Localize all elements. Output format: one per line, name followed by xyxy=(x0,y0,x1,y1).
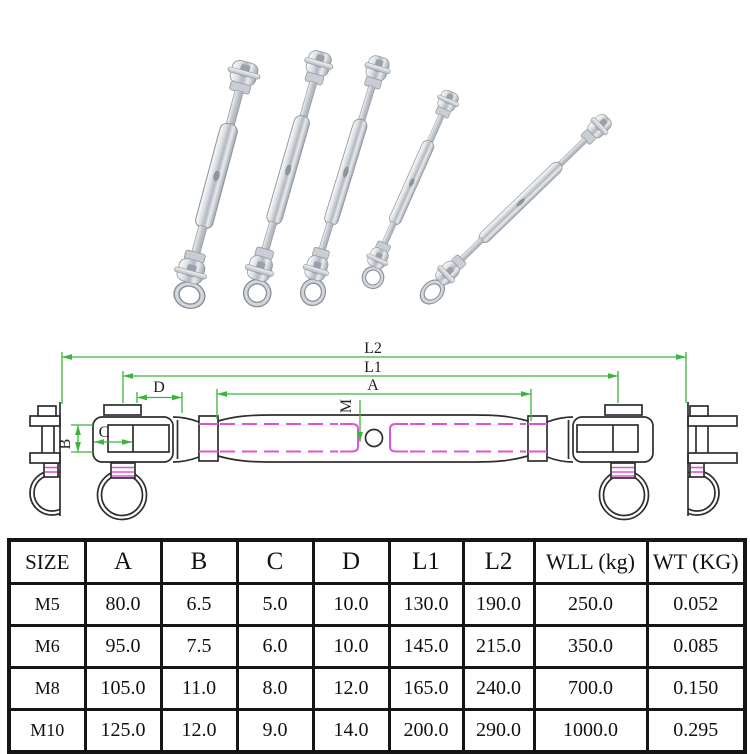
cell-size: M6 xyxy=(7,624,87,669)
cell-c: 8.0 xyxy=(235,666,315,711)
cell-size: M10 xyxy=(7,708,87,754)
cell-b: 7.5 xyxy=(159,624,239,669)
column-header-a: A xyxy=(83,538,163,585)
column-header-size: SIZE xyxy=(7,538,87,585)
column-header-d: D xyxy=(311,538,391,585)
cell-size: M5 xyxy=(7,582,87,627)
cell-l2: 290.0 xyxy=(461,708,536,754)
cell-a: 125.0 xyxy=(83,708,163,754)
dim-label-a: A xyxy=(367,377,379,394)
cell-b: 6.5 xyxy=(159,582,239,627)
cell-d: 10.0 xyxy=(311,582,391,627)
cell-a: 95.0 xyxy=(83,624,163,669)
column-header-b: B xyxy=(159,538,239,585)
dimension-diagram: L2 L1 A D M B C xyxy=(29,340,738,521)
cell-wt: 0.150 xyxy=(645,666,747,711)
table-row-m8: M8 105.0 11.0 8.0 12.0 165.0 240.0 700.0… xyxy=(7,666,747,711)
cell-l2: 190.0 xyxy=(461,582,536,627)
header-row: SIZE A B C D L1 L2 WLL (kg) WT (KG) xyxy=(7,538,747,585)
cell-wll: 250.0 xyxy=(532,582,649,627)
spec-table: SIZE A B C D L1 L2 WLL (kg) WT (KG) M5 8… xyxy=(7,538,747,754)
turnbuckle-4 xyxy=(356,87,463,289)
column-header-l1: L1 xyxy=(387,538,465,585)
dim-label-c: C xyxy=(99,424,110,441)
cell-d: 10.0 xyxy=(311,624,391,669)
cell-wt: 0.085 xyxy=(645,624,747,669)
cell-c: 6.0 xyxy=(235,624,315,669)
turnbuckle-5 xyxy=(414,110,616,306)
cell-wll: 350.0 xyxy=(532,624,649,669)
cell-a: 80.0 xyxy=(83,582,163,627)
cell-wt: 0.052 xyxy=(645,582,747,627)
table-row-m6: M6 95.0 7.5 6.0 10.0 145.0 215.0 350.0 0… xyxy=(7,624,747,669)
cell-l2: 215.0 xyxy=(461,624,536,669)
dimension-diagram-section: L2 L1 A D M B C xyxy=(0,338,750,538)
cell-c: 9.0 xyxy=(235,708,315,754)
cell-wll: 1000.0 xyxy=(532,708,649,754)
dim-label-b: B xyxy=(57,439,74,450)
cell-c: 5.0 xyxy=(235,582,315,627)
cell-l1: 165.0 xyxy=(387,666,465,711)
column-header-wll: WLL (kg) xyxy=(532,538,649,585)
drawing-outlines xyxy=(29,402,738,521)
dimension-labels: L2 L1 A D M B C xyxy=(57,340,382,449)
table-row-m5: M5 80.0 6.5 5.0 10.0 130.0 190.0 250.0 0… xyxy=(7,582,747,627)
cell-b: 11.0 xyxy=(159,666,239,711)
cell-size: M8 xyxy=(7,666,87,711)
column-header-c: C xyxy=(235,538,315,585)
cell-l1: 145.0 xyxy=(387,624,465,669)
cell-l2: 240.0 xyxy=(461,666,536,711)
spec-table-section: SIZE A B C D L1 L2 WLL (kg) WT (KG) M5 8… xyxy=(0,538,750,754)
cell-wt: 0.295 xyxy=(645,708,747,754)
dim-label-l2: L2 xyxy=(364,340,382,357)
hidden-thread-lines xyxy=(45,423,703,477)
dim-label-l1: L1 xyxy=(364,359,382,376)
dim-label-m: M xyxy=(338,399,355,413)
turnbuckle-photo xyxy=(0,0,750,338)
dimension-lines xyxy=(61,352,687,453)
cell-l1: 200.0 xyxy=(387,708,465,754)
cell-d: 14.0 xyxy=(311,708,391,754)
column-header-wt: WT (KG) xyxy=(645,538,747,585)
dim-label-d: D xyxy=(153,379,165,396)
cell-wll: 700.0 xyxy=(532,666,649,711)
cell-l1: 130.0 xyxy=(387,582,465,627)
column-header-l2: L2 xyxy=(461,538,536,585)
cell-b: 12.0 xyxy=(159,708,239,754)
cell-d: 12.0 xyxy=(311,666,391,711)
cell-a: 105.0 xyxy=(83,666,163,711)
table-row-m10: M10 125.0 12.0 9.0 14.0 200.0 290.0 1000… xyxy=(7,708,747,754)
product-photo-section xyxy=(0,0,750,338)
